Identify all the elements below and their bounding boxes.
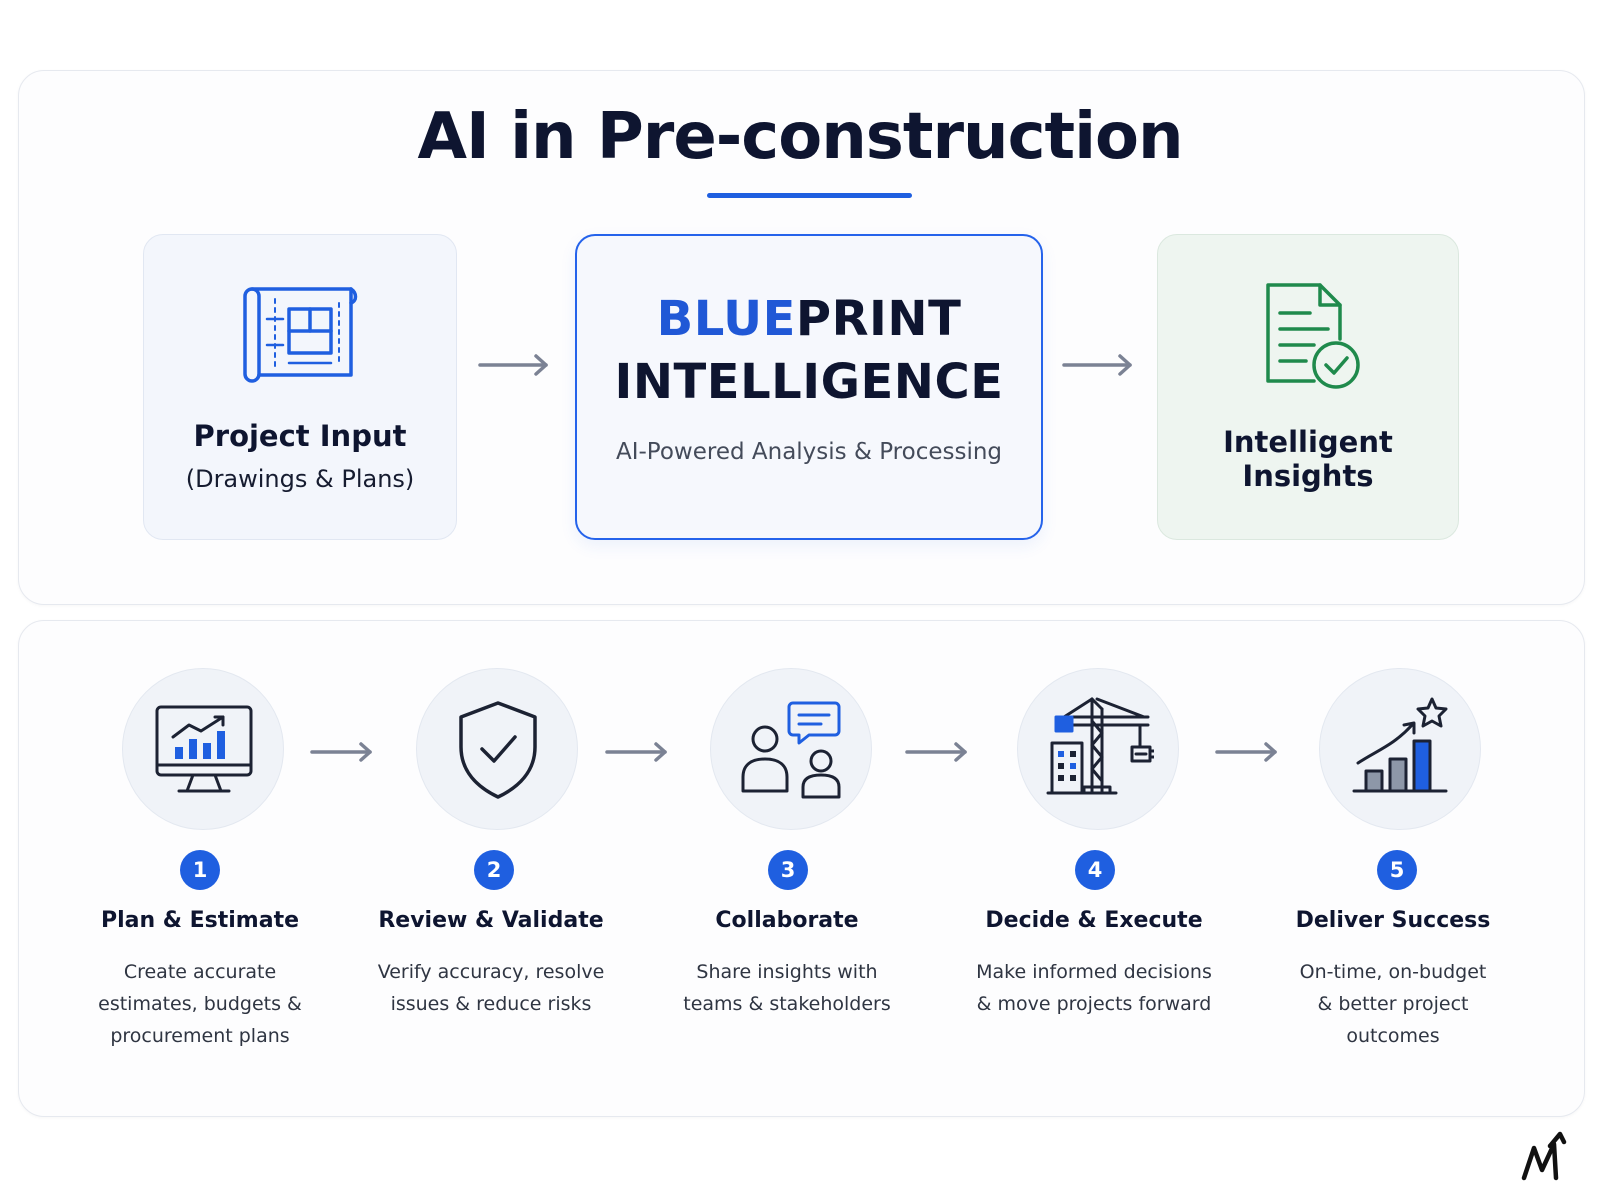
step-number-badge: 2 [474, 850, 514, 890]
arrow-right-icon [478, 354, 548, 376]
shield-check-icon [459, 701, 537, 799]
step-description-line: procurement plans [110, 1025, 290, 1047]
arrow-right-icon [1215, 742, 1277, 762]
people-chat-icon [741, 701, 841, 799]
step-title: Plan & Estimate [100, 908, 300, 933]
step-description: On-time, on-budget & better project outc… [1248, 956, 1538, 1052]
step-description-line: On-time, on-budget [1299, 961, 1487, 983]
arrow-right-icon [310, 742, 372, 762]
step-description-line: Create accurate [123, 961, 277, 983]
step-description-line: Make informed decisions [976, 961, 1212, 983]
step-number-badge: 4 [1075, 850, 1115, 890]
step-number-badge: 5 [1377, 850, 1417, 890]
step-description: Make informed decisions & move projects … [949, 956, 1239, 1020]
step-icon-circle [416, 668, 578, 830]
blueprint-intelligence-card: BLUEPRINT INTELLIGENCE AI-Powered Analys… [575, 234, 1043, 540]
engine-title-line-2: INTELLIGENCE [614, 354, 1004, 410]
step-title: Collaborate [715, 908, 859, 933]
step-description-line: & move projects forward [976, 993, 1212, 1015]
step-description: Create accurate estimates, budgets & pro… [55, 956, 345, 1052]
project-input-title: Project Input [193, 419, 407, 453]
step-description-line: estimates, budgets & [98, 993, 302, 1015]
step-icon-circle [1319, 668, 1481, 830]
step-number-badge: 1 [180, 850, 220, 890]
step-description-line: & better project [1317, 993, 1469, 1015]
step-icon-circle [122, 668, 284, 830]
page-title: AI in Pre-construction [417, 100, 1183, 174]
step-title: Decide & Execute [985, 908, 1203, 933]
blueprint-icon [243, 287, 358, 383]
logo-icon [1521, 1131, 1567, 1181]
project-input-card: Project Input (Drawings & Plans) [143, 234, 457, 540]
title-underline [707, 193, 912, 198]
step-title: Deliver Success [1295, 908, 1491, 933]
project-input-subtitle: (Drawings & Plans) [185, 465, 415, 493]
step-number-badge: 3 [768, 850, 808, 890]
document-check-icon [1266, 283, 1360, 389]
crane-building-icon [1046, 697, 1154, 795]
growth-chart-star-icon [1352, 697, 1448, 793]
engine-title-accent: BLUE [656, 291, 796, 347]
step-icon-circle [710, 668, 872, 830]
engine-subtitle: AI-Powered Analysis & Processing [615, 439, 1003, 465]
step-description-line: Share insights with [696, 961, 878, 983]
arrow-right-icon [1062, 354, 1132, 376]
arrow-right-icon [905, 742, 967, 762]
arrow-right-icon [605, 742, 667, 762]
intelligent-insights-title: Intelligent Insights [1223, 425, 1393, 493]
step-description-line: outcomes [1346, 1025, 1440, 1047]
step-description-line: issues & reduce risks [390, 993, 592, 1015]
step-description: Share insights with teams & stakeholders [642, 956, 932, 1020]
step-description: Verify accuracy, resolve issues & reduce… [346, 956, 636, 1020]
engine-title-rest: PRINT [795, 291, 962, 347]
monitor-chart-icon [155, 705, 253, 793]
intelligent-insights-card: Intelligent Insights [1157, 234, 1459, 540]
step-description-line: teams & stakeholders [683, 993, 891, 1015]
step-icon-circle [1017, 668, 1179, 830]
step-description-line: Verify accuracy, resolve [377, 961, 605, 983]
engine-title-line-1: BLUEPRINT [577, 291, 1041, 347]
step-title: Review & Validate [378, 908, 604, 933]
